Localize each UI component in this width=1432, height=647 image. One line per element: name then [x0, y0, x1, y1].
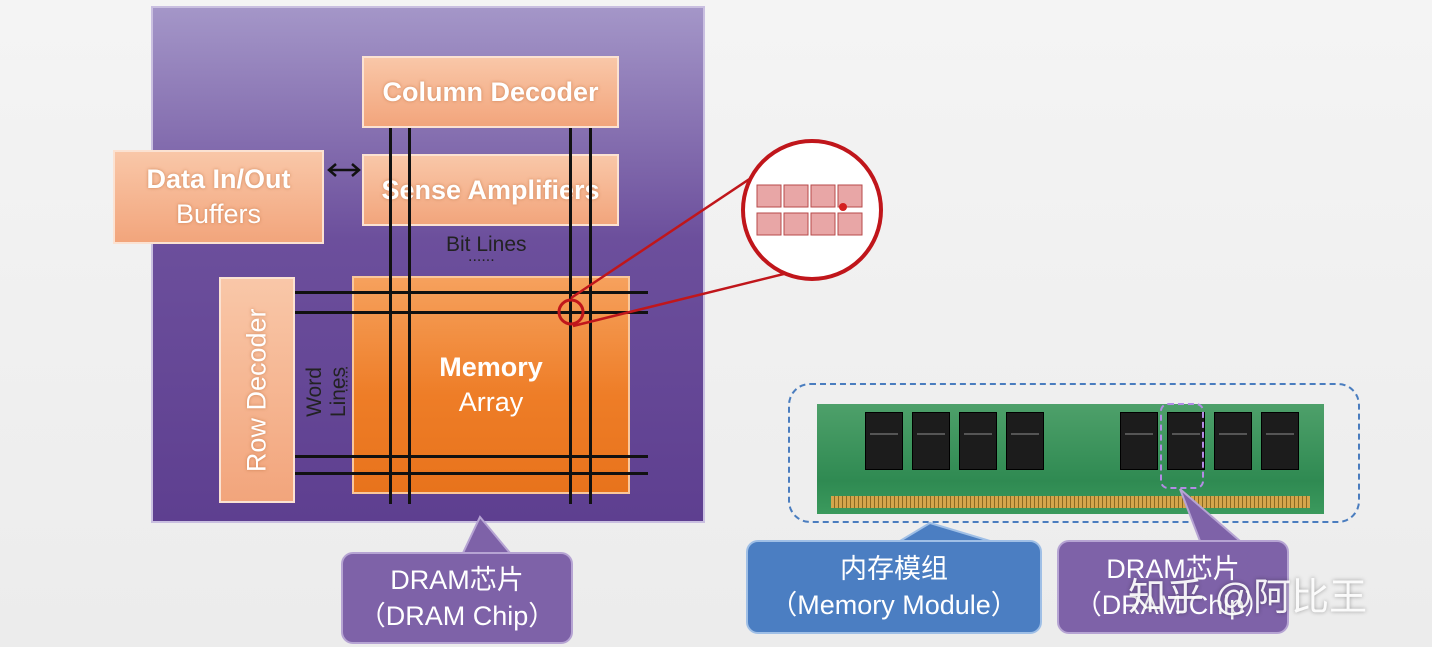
- data-buffers-box: Data In/Out Buffers: [113, 150, 324, 244]
- ram-chip: [1261, 412, 1299, 470]
- memory-module-callout-en: （Memory Module）: [770, 590, 1018, 620]
- dram-chip-callout-right: DRAM芯片 （DRAM Chip）: [1057, 540, 1289, 634]
- zoom-circle: [741, 139, 883, 281]
- memory-array-label-1: Memory: [439, 351, 543, 382]
- cell-highlight-circle: [557, 298, 585, 326]
- data-buffers-label-2: Buffers: [175, 199, 262, 229]
- ram-chip: [1214, 412, 1252, 470]
- memory-module-frame: [788, 383, 1360, 523]
- word-line: [295, 472, 648, 475]
- word-line: [295, 291, 648, 294]
- dram-chip-callout-left: DRAM芯片 （DRAM Chip）: [341, 552, 573, 644]
- bit-lines-label: Bit Lines: [446, 233, 527, 256]
- memory-array-label-2: Array: [458, 387, 524, 417]
- bit-line: [569, 128, 572, 504]
- sense-amplifiers-label: Sense Amplifiers: [381, 174, 600, 205]
- memory-module-callout-cn: 内存模组: [840, 553, 948, 584]
- dram-chip-callout-right-cn: DRAM芯片: [1106, 553, 1240, 584]
- ram-chip: [1167, 412, 1205, 470]
- ram-chip: [1120, 412, 1158, 470]
- bit-lines-dots: ......: [468, 248, 495, 265]
- ram-chip: [1006, 412, 1044, 470]
- memory-cell-grid: [756, 184, 863, 236]
- memory-module-callout: 内存模组 （Memory Module）: [746, 540, 1042, 634]
- watermark-text: 知乎 @阿比王: [1128, 577, 1368, 619]
- highlighted-chip-frame: [1160, 403, 1204, 489]
- data-buffers-label-1: Data In/Out: [146, 164, 291, 195]
- bit-line: [389, 128, 392, 504]
- memory-module-image: [817, 404, 1324, 514]
- dram-chip-callout-left-cn: DRAM芯片: [390, 564, 524, 595]
- sense-amplifiers-box: Sense Amplifiers: [362, 154, 619, 226]
- dram-chip-callout-left-en: （DRAM Chip）: [358, 601, 556, 631]
- bidirectional-arrow-icon: [327, 163, 361, 177]
- word-line: [295, 311, 648, 314]
- ram-chip: [912, 412, 950, 470]
- word-line: [295, 455, 648, 458]
- ram-chip: [865, 412, 903, 470]
- ram-chip: [959, 412, 997, 470]
- dram-chip-callout-right-en: （DRAM Chip）: [1074, 590, 1272, 620]
- bit-line: [408, 128, 411, 504]
- bit-line: [589, 128, 592, 504]
- row-decoder-box: Row Decoder: [219, 277, 295, 503]
- column-decoder-label: Column Decoder: [382, 76, 599, 107]
- column-decoder-box: Column Decoder: [362, 56, 619, 128]
